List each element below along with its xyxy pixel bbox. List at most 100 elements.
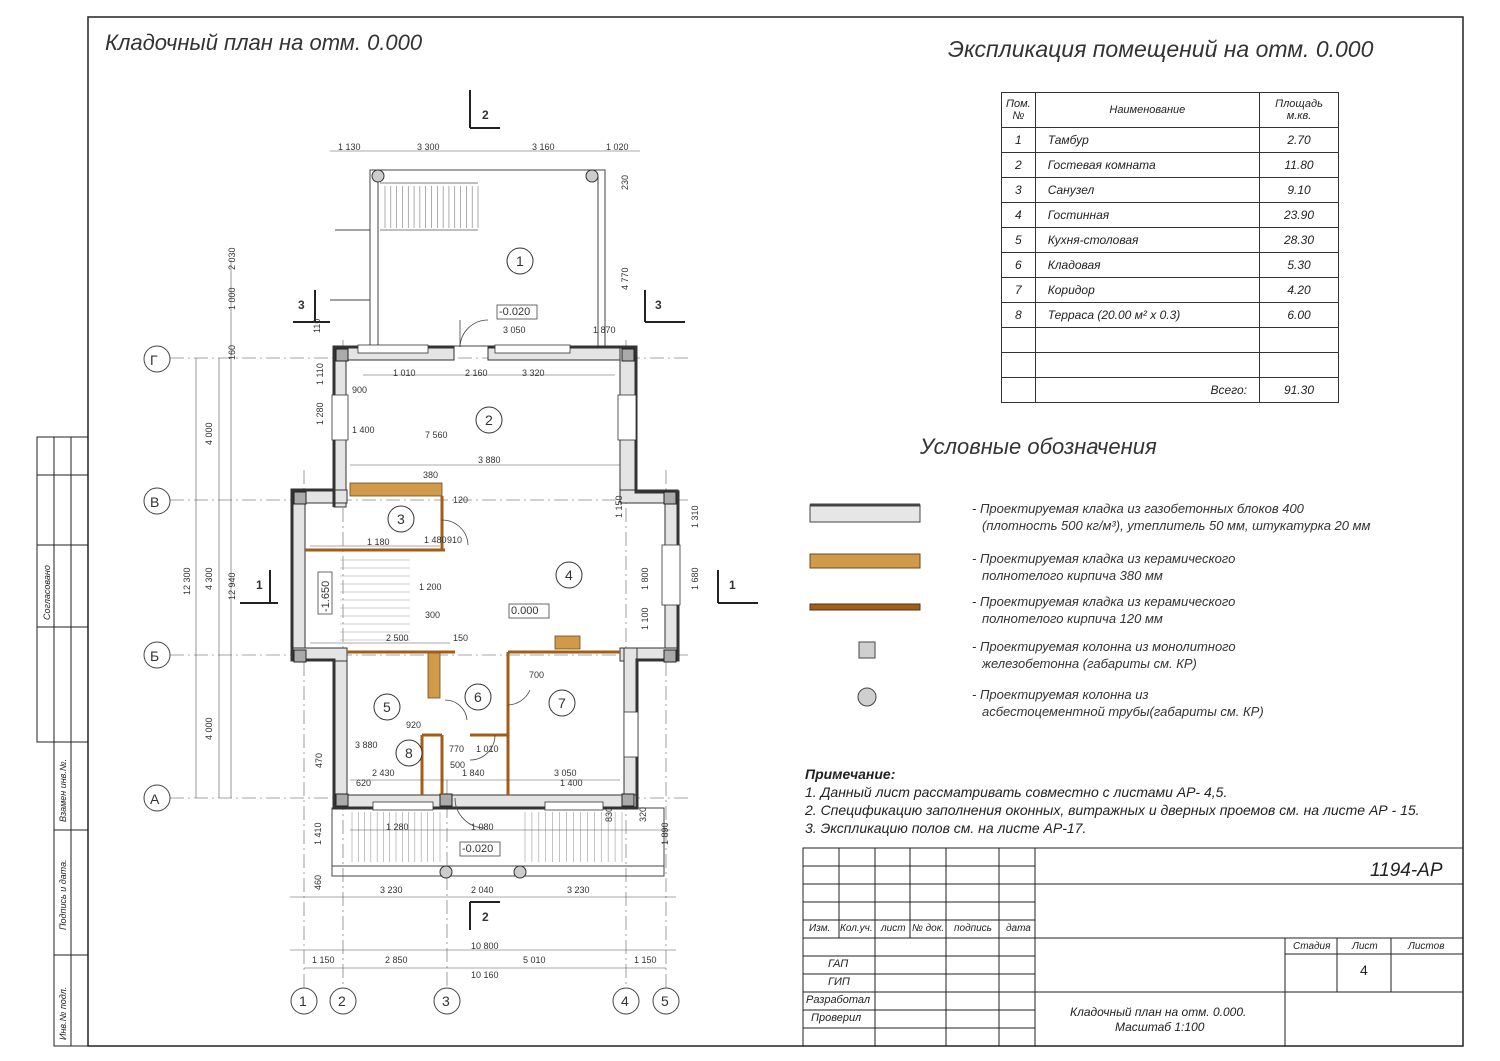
dimension-label: 160 <box>227 344 237 360</box>
axis-label-letter: В <box>150 494 160 510</box>
cell-area: 4.20 <box>1259 277 1339 303</box>
room-number: 8 <box>405 745 413 761</box>
col-date: дата <box>1006 923 1031 934</box>
role-gap: ГАП <box>828 958 849 970</box>
legend-symbols <box>809 503 921 707</box>
cell-name: Тамбур <box>1034 127 1261 153</box>
dimension-label: 7 560 <box>425 430 448 440</box>
col-list: лист <box>881 923 906 934</box>
col-header-area: Площадь м.кв. <box>1259 92 1339 128</box>
dimension-label: 1 130 <box>338 142 361 152</box>
dimension-label: 2 160 <box>465 368 488 378</box>
dimension-label: 1 080 <box>471 822 494 832</box>
col-header-name: Наименование <box>1034 92 1261 128</box>
dimension-label: 320 <box>638 806 648 822</box>
dimension-label: 1 870 <box>593 325 616 335</box>
role-checked: Проверил <box>811 1012 862 1024</box>
dimension-label: 110 <box>312 318 322 333</box>
floor-plan <box>143 90 758 1015</box>
dimension-label: 1 010 <box>393 368 416 378</box>
col-kol-uch: Кол.уч. <box>840 923 873 934</box>
dimension-label: 910 <box>447 535 463 545</box>
section-label: 3 <box>298 298 305 312</box>
cell-area: 6.00 <box>1259 302 1339 328</box>
sheet-label: Лист <box>1352 941 1378 952</box>
dimension-label: 3 230 <box>567 885 590 895</box>
axis-label-number: 5 <box>661 993 669 1009</box>
role-gip: ГИП <box>828 976 850 988</box>
dimension-label: 3 160 <box>532 142 555 152</box>
cell-no: 8 <box>1001 302 1036 328</box>
note-line: 2. Спецификацию заполнения оконных, витр… <box>805 802 1420 818</box>
sheet-number: 4 <box>1360 962 1368 978</box>
cell-no: 4 <box>1001 202 1036 228</box>
cell-no: 7 <box>1001 277 1036 303</box>
room-number: 2 <box>485 412 493 428</box>
room-number: 4 <box>565 567 573 583</box>
col-doc-no: № док. <box>912 923 945 934</box>
explication-title: Экспликация помещений на отм. 0.000 <box>948 36 1374 62</box>
dimension-label: 12 300 <box>182 567 192 595</box>
cell-name: Коридор <box>1034 277 1261 303</box>
dimension-label: 830 <box>604 806 614 822</box>
dimension-label: 1 200 <box>419 582 442 592</box>
note-line: 1. Данный лист рассматривать совместно с… <box>805 784 1228 800</box>
dimension-label: 1 150 <box>312 955 335 965</box>
dimension-label: 3 880 <box>478 455 501 465</box>
dimension-label: 4 770 <box>620 267 630 290</box>
dimension-label: 2 850 <box>385 955 408 965</box>
role-developed: Разработал <box>806 994 871 1006</box>
dimension-label: 2 500 <box>386 633 409 643</box>
room-number: 7 <box>558 695 566 711</box>
dimension-label: 500 <box>450 760 466 770</box>
dimension-label: 1 480 <box>424 535 447 545</box>
note-line: 3. Экспликацию полов см. на листе АР-17. <box>805 820 1087 836</box>
dimension-label: 470 <box>314 752 324 768</box>
dimension-label: 1 010 <box>476 744 499 754</box>
section-label: 1 <box>256 578 263 592</box>
dimension-label: 1 400 <box>560 778 583 788</box>
dimension-label: 12 940 <box>227 572 237 600</box>
dimension-label: 3 300 <box>417 142 440 152</box>
dimension-label: 1 100 <box>640 607 650 630</box>
dimension-label: 380 <box>423 470 439 480</box>
dimension-label: 2 430 <box>372 768 395 778</box>
room-number: 3 <box>397 511 405 527</box>
cell-name: Гостевая комната <box>1034 152 1261 178</box>
sheet-title: Кладочный план на отм. 0.000. <box>1070 1005 1247 1019</box>
dimension-label: 1 280 <box>315 402 325 425</box>
room-number: 1 <box>516 253 524 269</box>
dimension-label: 3 230 <box>380 885 403 895</box>
room-number: 5 <box>383 699 391 715</box>
dimension-label: 1 310 <box>690 505 700 528</box>
legend-item-gas-block: - Проектируемая кладка из газобетонных б… <box>972 501 1371 533</box>
dimension-label: 1 410 <box>313 822 323 845</box>
section-label: 2 <box>482 910 489 924</box>
dimension-label: 920 <box>406 720 422 730</box>
cell-name: Санузел <box>1034 177 1261 203</box>
cell-area: 28.30 <box>1259 227 1339 253</box>
sheet-scale: Масштаб 1:100 <box>1115 1020 1205 1034</box>
title-block <box>802 847 1464 1047</box>
dimension-label: 1 150 <box>614 495 624 518</box>
table-row <box>1001 352 1339 378</box>
axis-label-number: 4 <box>621 993 629 1009</box>
dimension-label: 1 280 <box>386 822 409 832</box>
dimension-label: 620 <box>356 778 372 788</box>
notes-title: Примечание: <box>805 766 896 782</box>
dimension-label: 1 000 <box>227 287 237 310</box>
cell-area: 23.90 <box>1259 202 1339 228</box>
dimension-label: 230 <box>620 174 630 190</box>
dimension-label: 1 150 <box>634 955 657 965</box>
axis-label-number: 3 <box>442 993 450 1009</box>
axis-label-number: 2 <box>338 993 346 1009</box>
axis-label-letter: А <box>150 791 160 807</box>
